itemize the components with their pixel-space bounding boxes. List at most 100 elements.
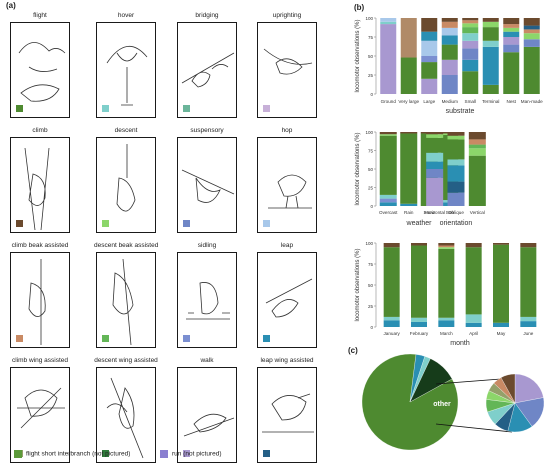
bar-segment — [503, 24, 520, 28]
bar-segment — [520, 247, 537, 317]
pie-other-label: other — [433, 401, 451, 408]
x-tick-label: May — [497, 331, 506, 336]
bar-segment — [482, 18, 499, 22]
behavior-illustration-frame — [177, 22, 237, 118]
y-tick-label: 50 — [368, 283, 374, 288]
bar-segment — [441, 21, 458, 28]
bar-segment — [380, 24, 397, 94]
bar-segment — [465, 322, 482, 327]
bar-segment — [523, 39, 540, 47]
bar-segment — [421, 56, 438, 63]
bar-segment — [503, 27, 520, 32]
pie-slice — [500, 373, 516, 404]
bird-suspensory-icon — [181, 169, 235, 203]
bar-segment — [482, 27, 499, 41]
bar-segment — [447, 132, 465, 136]
bar-segment — [493, 244, 509, 323]
behavior-color-swatch — [16, 105, 23, 112]
bar-segment — [482, 46, 499, 85]
bird-descent-beak-icon — [112, 258, 134, 346]
bar-segment — [503, 52, 520, 94]
zoom-connector-bottom — [435, 423, 513, 433]
bar-segment — [426, 169, 444, 178]
bar-segment — [379, 134, 397, 136]
bar-segment — [421, 31, 438, 41]
bar-segment — [503, 37, 520, 45]
bar-segment — [493, 243, 509, 245]
bar-segment — [438, 317, 455, 321]
bar-segment — [462, 23, 479, 28]
y-axis-label: locomotor observations (%) — [355, 132, 361, 205]
bar-segment — [411, 243, 427, 246]
bar-segment — [441, 18, 458, 22]
bird-climb-beak-icon — [28, 259, 46, 345]
bar-segment — [441, 59, 458, 75]
behavior-illustration-frame — [96, 252, 156, 348]
bar-segment — [400, 57, 417, 94]
legend-label: run (not pictured) — [172, 450, 222, 458]
bar-segment — [462, 33, 479, 41]
bar-segment — [426, 161, 444, 169]
bar-segment — [447, 192, 465, 206]
bird-leap-icon — [265, 278, 313, 318]
bar-segment — [523, 18, 540, 26]
bar-segment — [383, 320, 400, 327]
behavior-illustration-frame — [177, 137, 237, 233]
y-tick-label: 50 — [368, 54, 374, 59]
bar-segment — [523, 29, 540, 34]
bar-segment — [379, 132, 397, 135]
legend-label: flight short interbranch (not pictured) — [26, 450, 131, 458]
behavior-color-swatch — [102, 105, 109, 112]
behavior-color-swatch — [263, 220, 270, 227]
bar-segment — [379, 198, 397, 203]
bar-segment — [520, 243, 537, 248]
y-tick-label: 100 — [365, 241, 373, 246]
behavior-illustration-frame — [177, 367, 237, 463]
behavior-color-swatch — [183, 335, 190, 342]
bar-segment — [523, 25, 540, 30]
bar-segment — [421, 78, 438, 94]
behavior-color-swatch — [16, 335, 23, 342]
y-tick-label: 0 — [370, 92, 373, 97]
bird-uprighting-icon — [263, 48, 313, 75]
pie-slice — [514, 373, 544, 404]
behavior-color-swatch — [263, 335, 270, 342]
behavior-label: bridging — [195, 12, 219, 19]
behavior-illustration-frame — [10, 252, 70, 348]
bird-climb-wing-icon — [17, 387, 65, 429]
x-tick-label: Vertical — [470, 210, 485, 215]
bar-segment — [421, 18, 438, 32]
y-tick-label: 100 — [365, 130, 373, 135]
bar-segment — [400, 133, 418, 204]
x-tick-label: Small — [465, 99, 477, 104]
bird-bridging-icon — [181, 52, 235, 88]
x-tick-label: Overcast — [379, 210, 398, 215]
legend-run: run (not pictured) — [160, 450, 222, 458]
bar-segment — [493, 322, 509, 327]
behavior-color-swatch — [183, 220, 190, 227]
bar-segment — [503, 31, 520, 37]
bar-segment — [438, 247, 455, 249]
bar-segment — [482, 84, 499, 94]
x-tick-label: June — [523, 331, 533, 336]
behavior-illustration-frame — [257, 367, 317, 463]
behavior-color-swatch — [102, 220, 109, 227]
bar-segment — [462, 48, 479, 60]
bird-walk-icon — [183, 413, 235, 437]
y-tick-label: 100 — [365, 16, 373, 21]
x-tick-label: Rain — [404, 210, 414, 215]
behavior-illustration-frame — [10, 22, 70, 118]
bar-segment — [447, 159, 465, 166]
behavior-color-swatch — [263, 105, 270, 112]
panel-a-letter: (a) — [6, 1, 16, 10]
bar-segment — [503, 18, 520, 25]
pie-slice — [361, 353, 459, 451]
x-tick-label: Nest — [507, 99, 517, 104]
bar-segment — [482, 40, 499, 47]
x-tick-label: Horizontal — [424, 210, 445, 215]
bird-hop-icon — [268, 174, 312, 209]
behavior-label: descent wing assisted — [94, 357, 158, 364]
y-tick-label: 25 — [368, 304, 374, 309]
bar-segment — [383, 243, 400, 248]
behavior-label: sidling — [197, 242, 217, 249]
